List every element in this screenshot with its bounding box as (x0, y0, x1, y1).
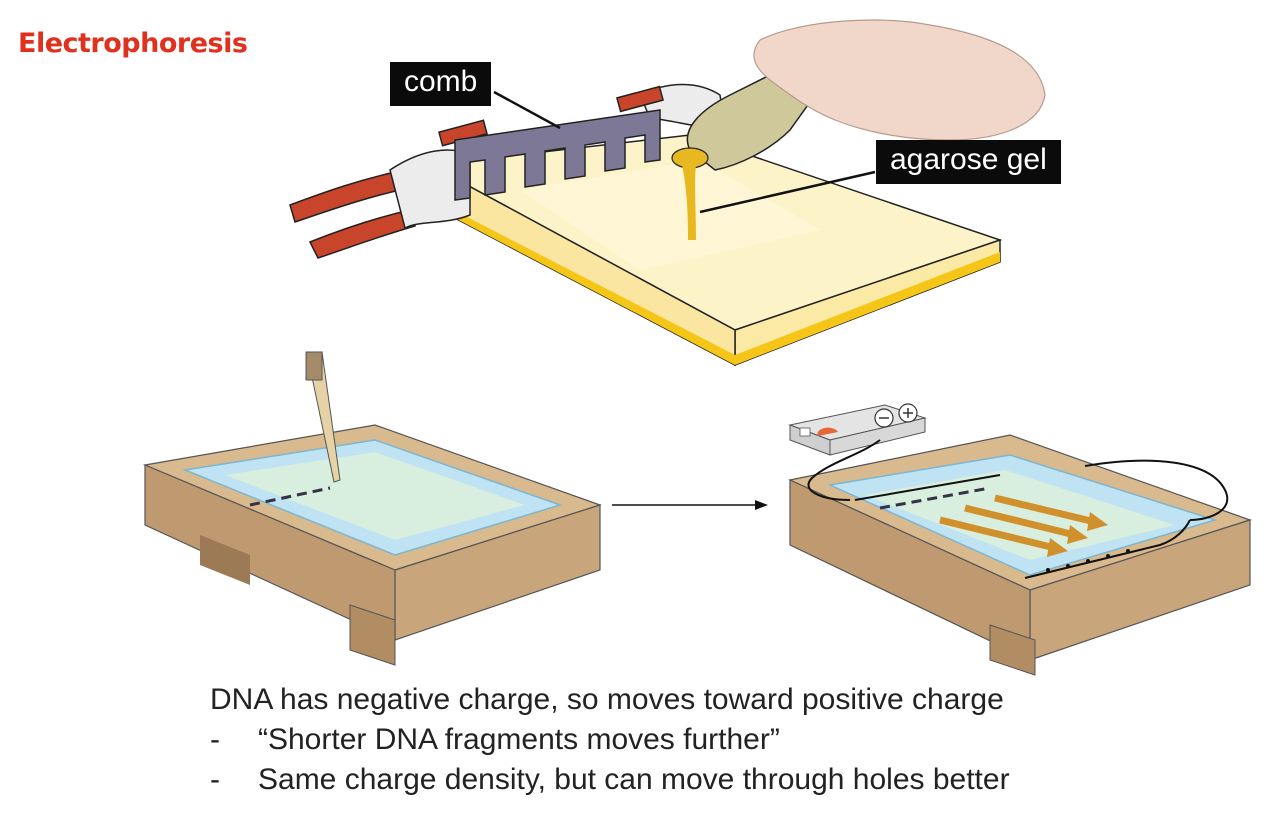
band-migration-arrows (939, 494, 1108, 557)
comb-leader-line (493, 90, 561, 130)
wire-positive (1084, 459, 1229, 521)
wells-left (249, 486, 331, 507)
caption-bullet-text: Same charge density, but can move throug… (258, 763, 1010, 796)
agarose-gel-label: agarose gel (876, 140, 1061, 184)
gel-leader-line (699, 170, 876, 214)
running-tray-illustration (788, 403, 1252, 676)
comb (454, 109, 661, 201)
power-supply (788, 403, 927, 456)
gel-pour-stream (682, 165, 696, 240)
tray-left-leg (200, 535, 250, 585)
gel-edge-yellow (430, 198, 735, 365)
bullet-dash: - (210, 763, 220, 796)
pipette-top (305, 351, 323, 381)
caption-bullet-text: “Shorter DNA fragments moves further” (258, 723, 780, 756)
right-clip-tip (616, 85, 664, 113)
wells-right (879, 486, 991, 510)
gel-right (865, 470, 1175, 560)
hand (753, 19, 1046, 141)
comb-label: comb (390, 62, 492, 106)
caption-bullet-1: - “Shorter DNA fragments moves further” (210, 720, 1230, 760)
left-clip-handle-upper (289, 171, 401, 223)
gel-casting-illustration (289, 19, 1046, 367)
electrode-positive (1024, 519, 1191, 579)
gel-edge-yellow-front (735, 252, 1000, 365)
positive-markers (1046, 549, 1130, 572)
caption-bullet-2: - Same charge density, but can move thro… (210, 760, 1230, 800)
caption-main: DNA has negative charge, so moves toward… (210, 683, 1004, 716)
caption: DNA has negative charge, so moves toward… (210, 680, 1230, 800)
left-clip-handle-lower (308, 209, 416, 259)
electrode-negative (854, 474, 1001, 501)
tray-right-leg (989, 624, 1036, 676)
loading-tray-illustration (142, 351, 602, 666)
gel-left (225, 452, 525, 540)
wire-negative (807, 439, 881, 501)
process-arrow (612, 500, 768, 510)
slide-title: Electrophoresis (18, 28, 248, 59)
gel-glow (520, 160, 820, 270)
tray-left-leg2 (349, 604, 396, 666)
bullet-dash: - (210, 723, 220, 756)
